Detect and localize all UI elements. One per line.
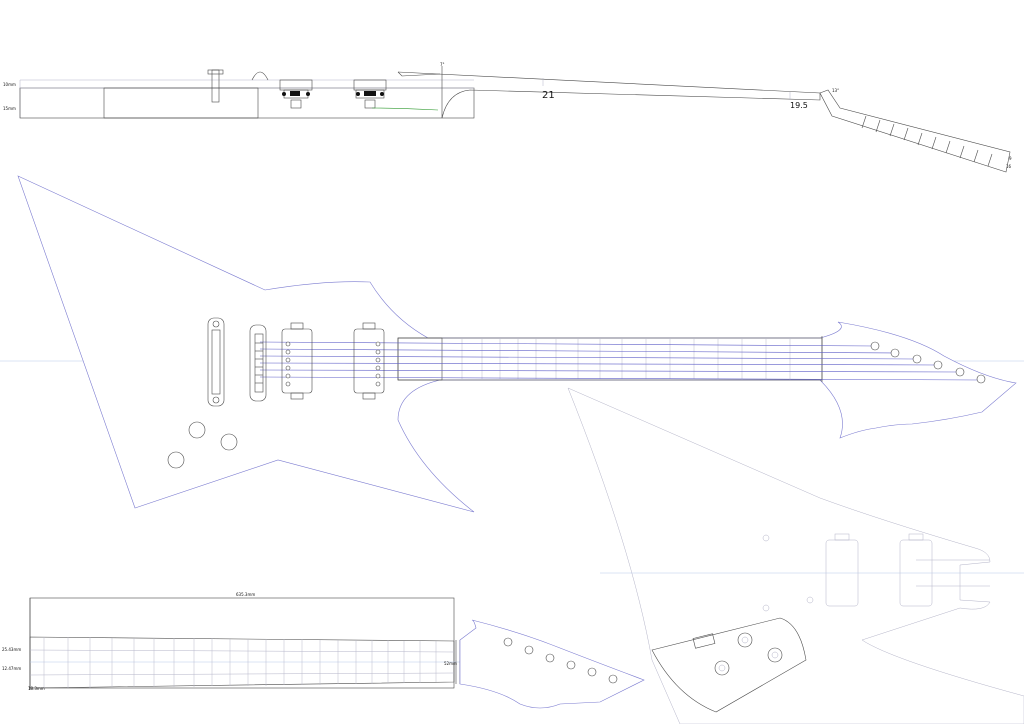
neck-plan-length-label: 635.3mm [236, 592, 255, 597]
neck-plan-fretboard [29, 636, 455, 689]
main-bridge [249, 324, 267, 402]
main-body-outline [17, 175, 1017, 513]
side-angle-label: 7° [440, 62, 445, 67]
side-head-angle-label: 13° [832, 88, 839, 93]
side-label-10mm: 10mm [3, 82, 16, 87]
neck-plan-bottom-label: 18.3mm [28, 686, 45, 691]
back-body-outline [567, 387, 1024, 724]
side-body-block [19, 87, 475, 119]
side-tip-label-a: 9 [1009, 156, 1012, 161]
side-pickup-neck [353, 79, 387, 109]
main-guitar [17, 175, 1017, 513]
neck-plan-frets [43, 637, 437, 688]
side-headstock-label: 19.5 [790, 101, 808, 110]
side-fret-label: 21 [542, 90, 555, 101]
side-cavity [103, 87, 259, 119]
side-tip-label-b: 16 [1006, 164, 1012, 169]
neck-plan-heel-label: 52mm [444, 661, 457, 666]
side-view: 10mm 15mm 7° 21 19.5 13° 9 16 [3, 62, 1012, 173]
main-pickup-bridge [281, 322, 313, 400]
back-view [567, 387, 1024, 724]
side-label-15mm: 15mm [3, 106, 16, 111]
neck-plan-headstock [459, 619, 645, 709]
main-tailpiece [207, 317, 225, 407]
neck-plan: 635.3mm 25.43mm 12.47mm 18.3mm 52mm [2, 592, 645, 709]
neck-plan-width-label-2: 12.47mm [2, 666, 21, 671]
main-tuner-holes [870, 341, 986, 384]
neck-plan-tuner-holes [503, 637, 618, 684]
main-strings [259, 341, 981, 381]
neck-plan-width-label-1: 25.43mm [2, 647, 21, 652]
main-control-knobs [167, 421, 238, 469]
side-pickup-bridge [279, 79, 313, 109]
back-control-cavity [651, 617, 807, 713]
side-neck [397, 71, 821, 119]
main-pickup-neck [353, 322, 385, 400]
side-tuner-marks [861, 115, 993, 167]
side-headstock [819, 89, 1011, 173]
